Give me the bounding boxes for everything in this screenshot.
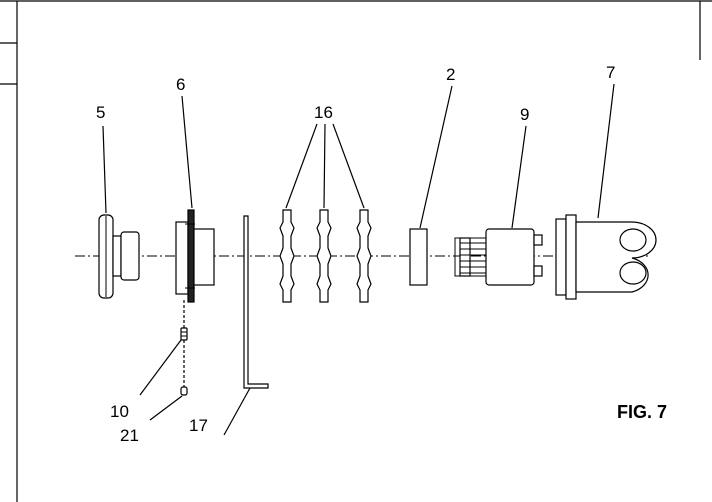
figure-caption: FIG. 7	[617, 402, 667, 422]
callout-5: 5	[96, 103, 105, 122]
callout-2: 2	[446, 65, 455, 84]
callout-9: 9	[520, 105, 529, 124]
part-6-flange	[175, 209, 215, 390]
part-7-housing	[555, 214, 657, 300]
part-17-key	[243, 215, 269, 389]
part-2-block	[409, 228, 428, 286]
callout-17: 17	[189, 416, 208, 435]
part-5-knob	[98, 214, 140, 299]
callout-6: 6	[176, 75, 185, 94]
part-16-discs	[279, 209, 372, 303]
callout-21: 21	[120, 426, 139, 445]
callout-7: 7	[606, 63, 615, 82]
callout-10: 10	[110, 402, 129, 421]
part-10-screw	[180, 327, 188, 341]
leader-lines	[102, 83, 615, 436]
part-9-cylinder	[454, 228, 543, 286]
part-21-ball	[180, 386, 188, 396]
callout-16: 16	[314, 103, 333, 122]
spring	[454, 237, 487, 277]
